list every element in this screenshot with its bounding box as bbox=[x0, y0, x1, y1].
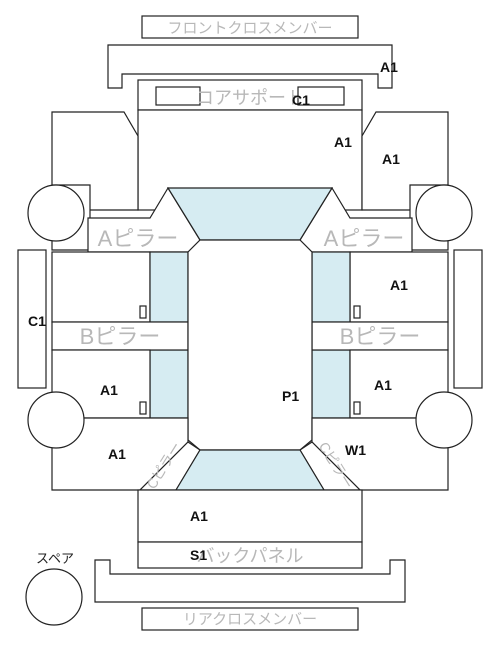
code-right-front-door: A1 bbox=[390, 277, 408, 293]
spare-wheel[interactable] bbox=[25, 568, 83, 626]
left-rear-door-handle bbox=[139, 401, 147, 415]
right-front-wheel[interactable] bbox=[415, 184, 473, 242]
spare-label: スペア bbox=[36, 551, 74, 566]
right-rear-wheel[interactable] bbox=[415, 391, 473, 449]
left-rear-window[interactable] bbox=[149, 349, 189, 419]
code-right-rear-door: A1 bbox=[374, 377, 392, 393]
left-b-pillar[interactable] bbox=[51, 321, 189, 351]
code-front-cross: A1 bbox=[380, 59, 398, 75]
back-panel-label: バックパネル bbox=[196, 546, 303, 566]
right-b-pillar-label: Bピラー bbox=[340, 324, 421, 349]
code-trunk: A1 bbox=[190, 508, 208, 524]
right-front-door-handle bbox=[353, 305, 361, 319]
trunk-lid[interactable] bbox=[137, 489, 363, 543]
code-left-rear-door: A1 bbox=[100, 382, 118, 398]
right-rear-window[interactable] bbox=[311, 349, 351, 419]
left-a-pillar-label: Aピラー bbox=[98, 226, 179, 251]
left-side-sill[interactable] bbox=[17, 249, 47, 389]
right-front-window[interactable] bbox=[311, 251, 351, 323]
code-left-rear-quarter: A1 bbox=[108, 446, 126, 462]
code-front-right-fender: A1 bbox=[382, 151, 400, 167]
rear-window[interactable] bbox=[174, 449, 326, 491]
left-front-door-handle bbox=[139, 305, 147, 319]
rear-cross-member-label: リアクロスメンバー bbox=[183, 611, 317, 628]
right-rear-door-handle bbox=[353, 401, 361, 415]
left-front-wheel[interactable] bbox=[27, 184, 85, 242]
code-core-support: C1 bbox=[292, 92, 310, 108]
code-roof: P1 bbox=[282, 388, 299, 404]
back-panel-box[interactable] bbox=[137, 541, 363, 569]
code-right-rear-quarter: W1 bbox=[345, 442, 366, 458]
code-front-right-upper: A1 bbox=[334, 134, 352, 150]
right-b-pillar[interactable] bbox=[311, 321, 449, 351]
code-left-side-panel: C1 bbox=[28, 313, 46, 329]
core-support-right-slot bbox=[297, 86, 345, 106]
core-support-label: コアサポート bbox=[196, 88, 304, 108]
right-a-pillar-label: Aピラー bbox=[324, 226, 405, 251]
left-front-door[interactable] bbox=[51, 251, 151, 323]
left-b-pillar-label: Bピラー bbox=[80, 324, 161, 349]
front-cross-member-box[interactable] bbox=[141, 15, 359, 39]
left-rear-wheel[interactable] bbox=[27, 391, 85, 449]
front-bumper-bracket[interactable] bbox=[107, 44, 393, 89]
rear-cross-member-box[interactable] bbox=[141, 607, 359, 631]
core-support-left-slot bbox=[155, 86, 201, 106]
front-cross-member-label: フロントクロスメンバー bbox=[167, 20, 332, 37]
code-back-panel: S1 bbox=[190, 547, 207, 563]
roof-panel[interactable] bbox=[187, 239, 313, 451]
rear-bumper-bracket[interactable] bbox=[94, 559, 406, 603]
left-front-window[interactable] bbox=[149, 251, 189, 323]
right-side-sill[interactable] bbox=[453, 249, 483, 389]
